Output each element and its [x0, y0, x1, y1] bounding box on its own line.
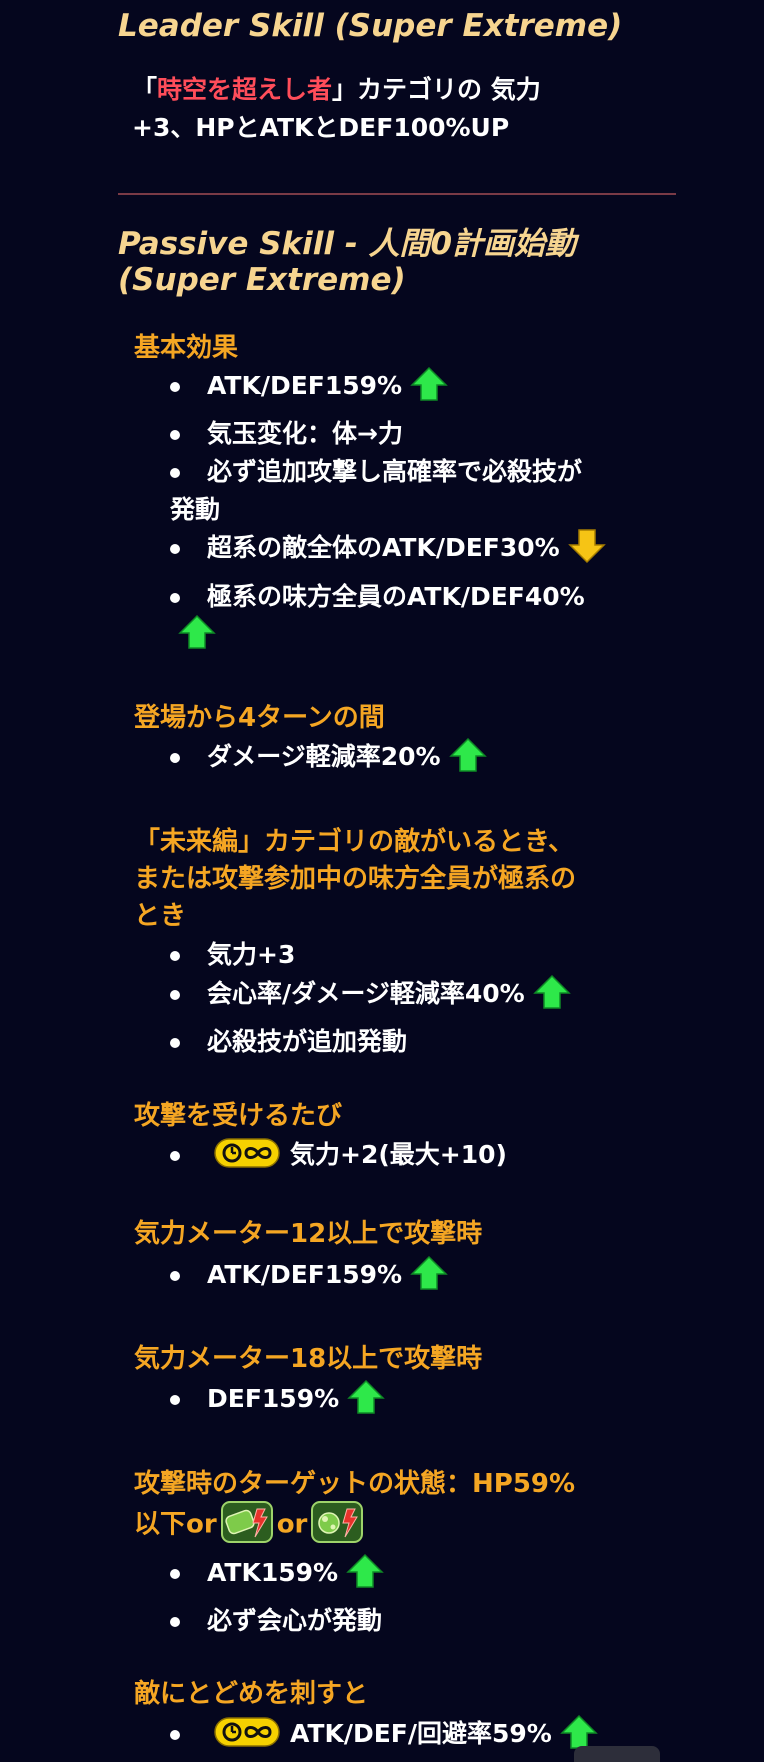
- passive-skill-title-line1: Passive Skill - 人間0計画始動: [118, 226, 577, 262]
- bullet-dot: [170, 1617, 180, 1627]
- bullet-dot: [170, 1038, 180, 1048]
- effect-text: 会心率/ダメージ軽減率40%: [207, 979, 525, 1008]
- condition-basic: 基本効果: [134, 333, 239, 363]
- section-divider: [118, 193, 676, 195]
- effect-text: 気力+3: [207, 940, 296, 969]
- effect-text: 超系の敵全体のATK/DEF30%: [207, 533, 560, 562]
- category-name: 時空を超えし者: [157, 75, 333, 104]
- effect-text: 必殺技が追加発動: [207, 1027, 408, 1056]
- leader-skill-title: Leader Skill (Super Extreme): [118, 8, 623, 44]
- effect-text: 必ず会心が発動: [207, 1606, 383, 1635]
- bullet-dot: [170, 951, 180, 961]
- bullet-dot: [170, 753, 180, 763]
- green-up-arrow-icon: [560, 1714, 598, 1750]
- bullet-dot: [170, 1730, 180, 1740]
- stun-status-icon: [311, 1501, 364, 1543]
- green-up-arrow-icon: [178, 614, 216, 660]
- scroll-to-top-tab[interactable]: [574, 1746, 660, 1762]
- quote-open: 「: [132, 75, 158, 104]
- effect-text: 必ず追加攻撃し高確率で必殺技が: [207, 457, 583, 486]
- green-up-arrow-icon: [448, 737, 487, 773]
- infinite-duration-badge-icon: [214, 1717, 280, 1747]
- yellow-down-arrow-icon: [567, 528, 606, 564]
- condition-future-saga-line2: または攻撃参加中の味方全員が極系の: [134, 864, 577, 894]
- leader-skill-description: 「時空を超えし者」カテゴリの 気力 +3、HPとATKとDEF100%UP: [132, 71, 652, 147]
- bullet-dot: [170, 593, 180, 603]
- condition-ki-18: 気力メーター18以上で攻撃時: [134, 1344, 483, 1374]
- effect-text: ATK/DEF/回避率59%: [290, 1719, 552, 1748]
- passive-skill-title-line2: (Super Extreme): [118, 262, 406, 298]
- bullet-dot: [170, 382, 180, 392]
- leader-line2: +3、HPとATKとDEF100%UP: [132, 113, 510, 142]
- effect-text-continued: 発動: [170, 495, 221, 524]
- effect-text: 気玉変化：体→力: [207, 419, 403, 448]
- green-up-arrow-icon: [347, 1379, 385, 1415]
- bullet-dot: [170, 1151, 180, 1161]
- effect-text: 気力+2(最大+10): [290, 1140, 507, 1169]
- bullet-dot: [170, 544, 180, 554]
- leader-line1-rest: 」カテゴリの 気力: [332, 75, 541, 104]
- condition-entry-turns: 登場から4ターンの間: [134, 703, 385, 733]
- green-up-arrow-icon: [410, 366, 448, 402]
- condition-future-saga-line1: 「未来編」カテゴリの敵がいるとき、: [134, 827, 575, 857]
- effect-text: 極系の味方全員のATK/DEF40%: [207, 582, 585, 611]
- effect-text: ATK159%: [207, 1558, 339, 1587]
- green-up-arrow-icon: [346, 1553, 384, 1589]
- effect-text: ATK/DEF159%: [207, 371, 403, 400]
- bullet-dot: [170, 1395, 180, 1405]
- bullet-dot: [170, 468, 180, 478]
- effect-text: DEF159%: [207, 1384, 340, 1413]
- condition-finishing-blow: 敵にとどめを刺すと: [134, 1679, 369, 1709]
- effect-text: ダメージ軽減率20%: [207, 742, 441, 771]
- green-up-arrow-icon: [410, 1255, 448, 1291]
- green-up-arrow-icon: [532, 974, 571, 1010]
- infinite-duration-badge-icon: [214, 1138, 280, 1168]
- bullet-dot: [170, 430, 180, 440]
- bullet-dot: [170, 1271, 180, 1281]
- effect-text: ATK/DEF159%: [207, 1260, 403, 1289]
- defense-down-status-icon: [220, 1501, 273, 1543]
- condition-ki-12: 気力メーター12以上で攻撃時: [134, 1219, 483, 1249]
- condition-target-state-line1: 攻撃時のターゲットの状態：HP59%: [134, 1469, 576, 1499]
- condition-receive-attack: 攻撃を受けるたび: [134, 1101, 343, 1131]
- bullet-dot: [170, 990, 180, 1000]
- bullet-dot: [170, 1569, 180, 1579]
- condition-future-saga-line3: とき: [134, 901, 187, 931]
